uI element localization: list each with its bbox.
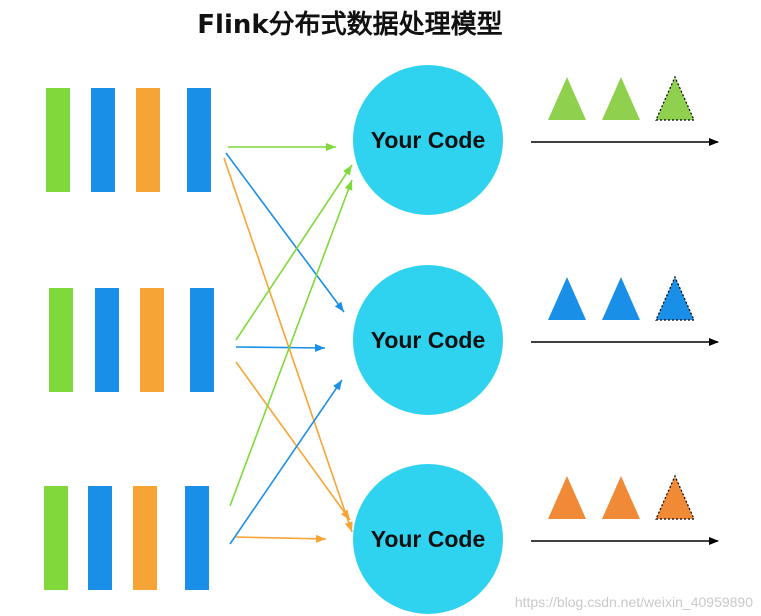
connection-arrow [229,379,343,545]
source-partitions [44,88,214,590]
source-2 [49,288,214,392]
connection-arrow [235,534,327,543]
partition-bar [91,88,115,192]
node-3: Your Code [353,464,503,614]
output-triangle [655,474,695,520]
node-2: Your Code [353,265,503,415]
connection-arrow [225,152,345,313]
output-triangle [602,277,640,320]
output-triangle [548,77,586,120]
connection-arrow [229,179,353,507]
source-1 [46,88,211,192]
output-2 [531,275,719,346]
node-label: Your Code [371,327,486,353]
partition-bar [140,288,164,392]
partition-bar [95,288,119,392]
output-triangle [548,476,586,519]
watermark: https://blog.csdn.net/weixin_40959890 [514,594,753,610]
connection-arrow [235,343,326,352]
output-triangle [655,275,695,321]
output-triangle [602,476,640,519]
partition-bar [187,88,211,192]
connection-arrow [235,361,351,521]
operator-circle [353,464,503,614]
node-1: Your Code [353,65,503,215]
partition-bar [133,486,157,590]
output-3 [531,474,719,545]
output-streams [531,75,719,545]
output-triangle [548,277,586,320]
diagram-title: Flink分布式数据处理模型 [197,10,503,40]
connection-arrow [235,164,353,341]
partition-bar [49,288,73,392]
connection-arrow [223,157,353,533]
output-1 [531,75,719,146]
partition-bar [46,88,70,192]
node-label: Your Code [371,127,486,153]
partition-bar [88,486,112,590]
source-3 [44,486,209,590]
shuffle-connections [223,143,353,545]
partition-bar [185,486,209,590]
partition-bar [136,88,160,192]
partition-bar [44,486,68,590]
output-triangle [602,77,640,120]
partition-bar [190,288,214,392]
operator-circle [353,265,503,415]
node-label: Your Code [371,526,486,552]
operator-circle [353,65,503,215]
output-triangle [655,75,695,121]
